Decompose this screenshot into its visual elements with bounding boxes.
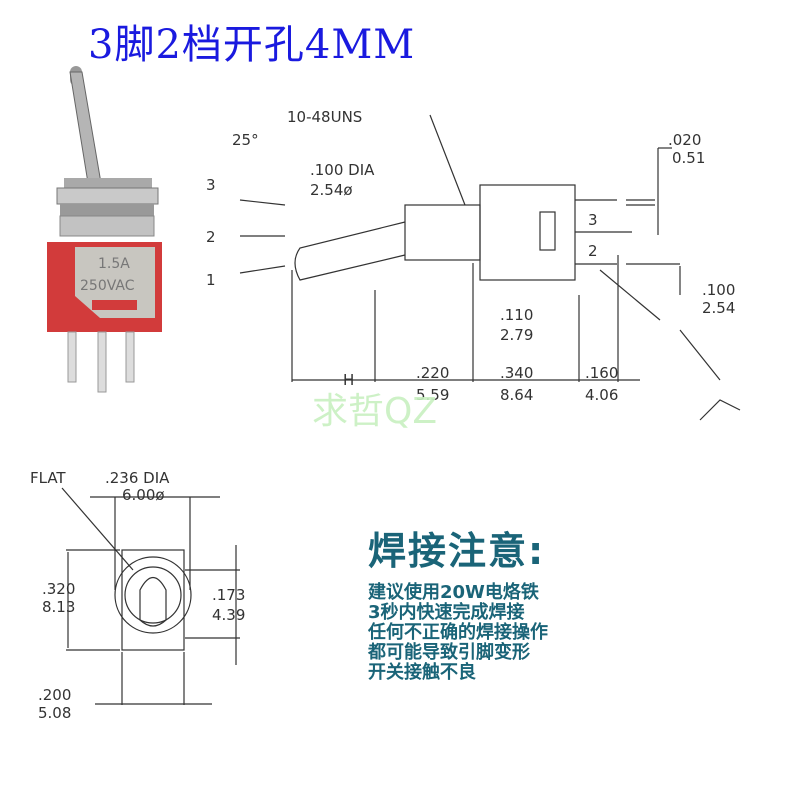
rating-current: 1.5A (98, 256, 130, 272)
dim-340-mm: 8.64 (500, 386, 533, 404)
switch-photo: 1.5A 250VAC (47, 66, 162, 393)
width-in: .200 (38, 686, 71, 704)
pin-label-2: 2 (588, 242, 598, 260)
angle-label: 25° (232, 131, 259, 149)
bushing-dia-in: .236 DIA (105, 469, 170, 487)
height-in: .320 (42, 580, 75, 598)
pin-pitch-mm: 2.54 (702, 299, 735, 317)
thread-label: 10-48UNS (287, 108, 362, 126)
product-title: 3脚2档开孔4MM (88, 22, 416, 68)
lever-dia-mm: 2.54ø (310, 181, 353, 199)
pin-pitch-in: .100 (702, 281, 735, 299)
width-mm: 5.08 (38, 704, 71, 722)
pin-thickness-in: .020 (668, 131, 701, 149)
rating-voltage: 250VAC (80, 278, 135, 294)
pin-label-3: 3 (588, 211, 598, 229)
dim-220-mm: 5.59 (416, 386, 449, 404)
lever-height-mm: 4.39 (212, 606, 245, 624)
position-3: 3 (206, 176, 216, 194)
flat-label: FLAT (30, 469, 66, 487)
note-line: 任何不正确的焊接操作 (368, 622, 548, 643)
h-label: H (343, 371, 354, 389)
lever-height-in: .173 (212, 586, 245, 604)
pin-offset-in: .110 (500, 306, 533, 324)
watermark: 求哲QZ (312, 391, 437, 432)
soldering-notes: 焊接注意: 建议使用20W电烙铁 3秒内快速完成焊接 任何不正确的焊接操作 都可… (368, 520, 548, 683)
dim-340-in: .340 (500, 364, 533, 382)
position-2: 2 (206, 228, 216, 246)
dim-220-in: .220 (416, 364, 449, 382)
note-line: 3秒内快速完成焊接 (368, 602, 525, 623)
bushing-dia-mm: 6.00ø (122, 486, 165, 504)
note-line: 建议使用20W电烙铁 (368, 582, 539, 603)
lever-dia-in: .100 DIA (310, 161, 375, 179)
notes-heading: 焊接注意: (368, 529, 546, 573)
note-line: 都可能导致引脚变形 (368, 642, 530, 663)
position-1: 1 (206, 271, 216, 289)
dim-160-in: .160 (585, 364, 618, 382)
dim-160-mm: 4.06 (585, 386, 618, 404)
pin-offset-mm: 2.79 (500, 326, 533, 344)
pin-thickness-mm: 0.51 (672, 149, 705, 167)
height-mm: 8.13 (42, 598, 75, 616)
note-line: 开关接触不良 (368, 662, 476, 683)
